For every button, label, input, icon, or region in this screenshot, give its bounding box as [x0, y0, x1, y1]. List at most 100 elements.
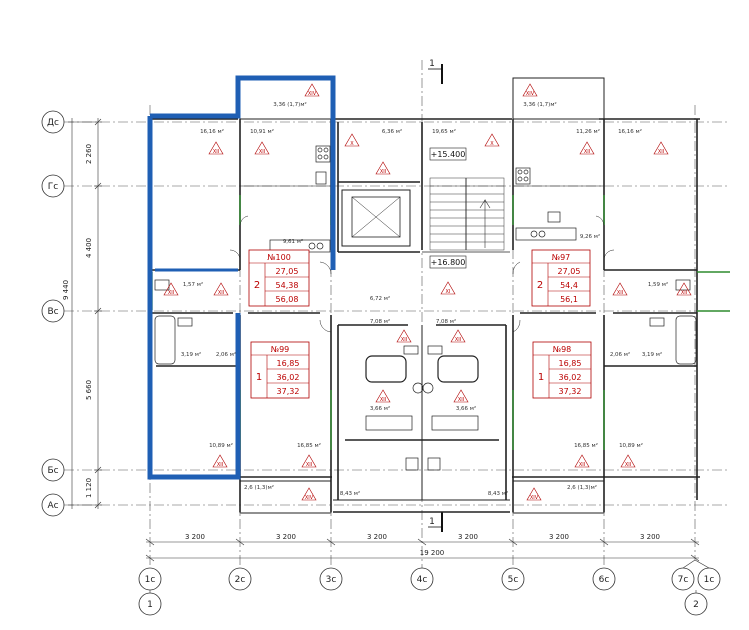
- axis-label-ds: Дс: [47, 118, 59, 128]
- apartment-rooms: 2: [537, 280, 543, 291]
- svg-text:10,89 м²: 10,89 м²: [619, 442, 643, 449]
- dim-bottom-6: 3 200: [640, 533, 660, 541]
- bathroom-fixtures: [154, 279, 697, 471]
- svg-text:3,36 (1,7)м²: 3,36 (1,7)м²: [273, 101, 306, 108]
- apartment-card-100[interactable]: №100 2 27,05 54,38 56,08: [248, 249, 310, 307]
- apartment-number: №98: [553, 345, 572, 354]
- svg-text:XII: XII: [401, 337, 407, 343]
- svg-text:XII: XII: [584, 149, 590, 155]
- axis-bubble-ds: [41, 110, 65, 134]
- dim-left-2: 4 400: [85, 238, 93, 258]
- axis-bubble-as: [41, 493, 65, 517]
- svg-text:1,59 м²: 1,59 м²: [648, 281, 668, 288]
- dim-bottom-total: 19 200: [420, 549, 445, 557]
- svg-text:XIV: XIV: [530, 495, 539, 501]
- svg-text:8,43 м²: 8,43 м²: [340, 490, 360, 497]
- kitchen-fixtures: [269, 145, 577, 253]
- svg-text:1,57 м²: 1,57 м²: [183, 281, 203, 288]
- grid-lines: [64, 60, 730, 570]
- svg-text:2,06 м²: 2,06 м²: [216, 351, 236, 358]
- axis-label-1c-right: 1с: [704, 575, 715, 585]
- section-mark-bottom: 1: [429, 517, 435, 527]
- dim-left-1: 2 260: [85, 144, 93, 164]
- svg-text:3,19 м²: 3,19 м²: [181, 351, 201, 358]
- dim-bottom-2: 3 200: [276, 533, 296, 541]
- svg-text:2,6 (1,3)м²: 2,6 (1,3)м²: [244, 484, 274, 491]
- apartment-rooms: 1: [538, 372, 544, 383]
- apartment-rooms: 2: [254, 280, 260, 291]
- apartment-card-97[interactable]: №97 2 27,05 54,4 56,1: [531, 249, 591, 307]
- dim-bottom-5: 3 200: [549, 533, 569, 541]
- svg-text:XII: XII: [259, 149, 265, 155]
- axis-circle-1: 1: [147, 600, 153, 610]
- svg-text:2,06 м²: 2,06 м²: [610, 351, 630, 358]
- svg-text:16,85 м²: 16,85 м²: [574, 442, 598, 449]
- apartment-area-full: 56,08: [276, 295, 299, 304]
- apartment-area-total: 54,4: [560, 281, 578, 290]
- number-axes: 1с 2с 3с 4с 5с 6с 7с 1с 1 2: [138, 559, 721, 616]
- walls: [150, 118, 700, 512]
- axis-label-2c: 2с: [235, 575, 246, 585]
- section-marks: [428, 64, 443, 532]
- svg-text:7,08 м²: 7,08 м²: [436, 318, 456, 325]
- left-dimensions: [68, 118, 102, 509]
- svg-text:3,36 (1,7)м²: 3,36 (1,7)м²: [523, 101, 556, 108]
- svg-text:6,72 м²: 6,72 м²: [370, 295, 390, 302]
- svg-text:XII: XII: [658, 149, 664, 155]
- svg-text:3,19 м²: 3,19 м²: [642, 351, 662, 358]
- apartment-area-living: 16,85: [277, 359, 300, 368]
- svg-text:9,26 м²: 9,26 м²: [580, 233, 600, 240]
- dim-left-3: 5 660: [85, 380, 93, 400]
- svg-text:19,65 м²: 19,65 м²: [432, 128, 456, 135]
- svg-text:2,6 (1,3)м²: 2,6 (1,3)м²: [567, 484, 597, 491]
- apartment-number: №97: [552, 253, 571, 262]
- axis-label-bs: Бс: [47, 466, 58, 476]
- svg-text:16,16 м²: 16,16 м²: [200, 128, 224, 135]
- svg-text:XII: XII: [213, 149, 219, 155]
- axis-bubble-gs: [41, 174, 65, 198]
- svg-text:6,36 м²: 6,36 м²: [382, 128, 402, 135]
- lift-shaft: [341, 189, 411, 247]
- finish-mark-triangles: [163, 83, 692, 501]
- svg-text:XII: XII: [217, 462, 223, 468]
- apartment-area-full: 56,1: [560, 295, 578, 304]
- axis-label-3c: 3с: [326, 575, 337, 585]
- apartment-card-99[interactable]: №99 1 16,85 36,02 37,32: [250, 341, 310, 399]
- staircase: [429, 177, 505, 251]
- svg-text:3,66 м²: 3,66 м²: [456, 405, 476, 412]
- apartment-area-living: 16,85: [559, 359, 582, 368]
- level-mark-2: +16.800: [431, 258, 466, 267]
- apartment-number: №100: [267, 253, 291, 262]
- apartment-area-total: 36,02: [559, 373, 582, 382]
- svg-text:X: X: [490, 141, 494, 147]
- dim-bottom-4: 3 200: [458, 533, 478, 541]
- dim-left-total: 9 440: [62, 280, 70, 300]
- axis-circle-2: 2: [693, 600, 699, 610]
- dim-left-4: 1 120: [85, 478, 93, 498]
- svg-text:XII: XII: [579, 462, 585, 468]
- highlight-outline: [147, 75, 336, 480]
- svg-text:10,89 м²: 10,89 м²: [209, 442, 233, 449]
- svg-text:XII: XII: [168, 290, 174, 296]
- svg-text:8,43 м²: 8,43 м²: [488, 490, 508, 497]
- svg-text:XII: XII: [218, 290, 224, 296]
- svg-text:16,85 м²: 16,85 м²: [297, 442, 321, 449]
- level-marks: +15.400 +16.800: [429, 147, 467, 269]
- axis-label-5c: 5с: [508, 575, 519, 585]
- svg-text:11,26 м²: 11,26 м²: [576, 128, 600, 135]
- apartment-rooms: 1: [256, 372, 262, 383]
- room-areas: 16,16 м² 10,91 м² 3,36 (1,7)м² 6,36 м² 1…: [181, 101, 668, 497]
- section-mark-top: 1: [429, 59, 435, 69]
- svg-text:XII: XII: [306, 462, 312, 468]
- finish-mark-labels: XII XII XIV XII X X XII XII XIV XI XII X…: [168, 91, 687, 501]
- svg-text:XIV: XIV: [526, 91, 535, 97]
- axis-label-gs: Гс: [48, 182, 58, 192]
- svg-text:9,61 м²: 9,61 м²: [283, 238, 303, 245]
- svg-text:XII: XII: [455, 337, 461, 343]
- svg-text:XII: XII: [625, 462, 631, 468]
- svg-text:XI: XI: [446, 289, 451, 295]
- svg-text:XII: XII: [380, 397, 386, 403]
- apartment-card-98[interactable]: №98 1 16,85 36,02 37,32: [532, 341, 592, 399]
- apartment-area-living: 27,05: [276, 267, 299, 276]
